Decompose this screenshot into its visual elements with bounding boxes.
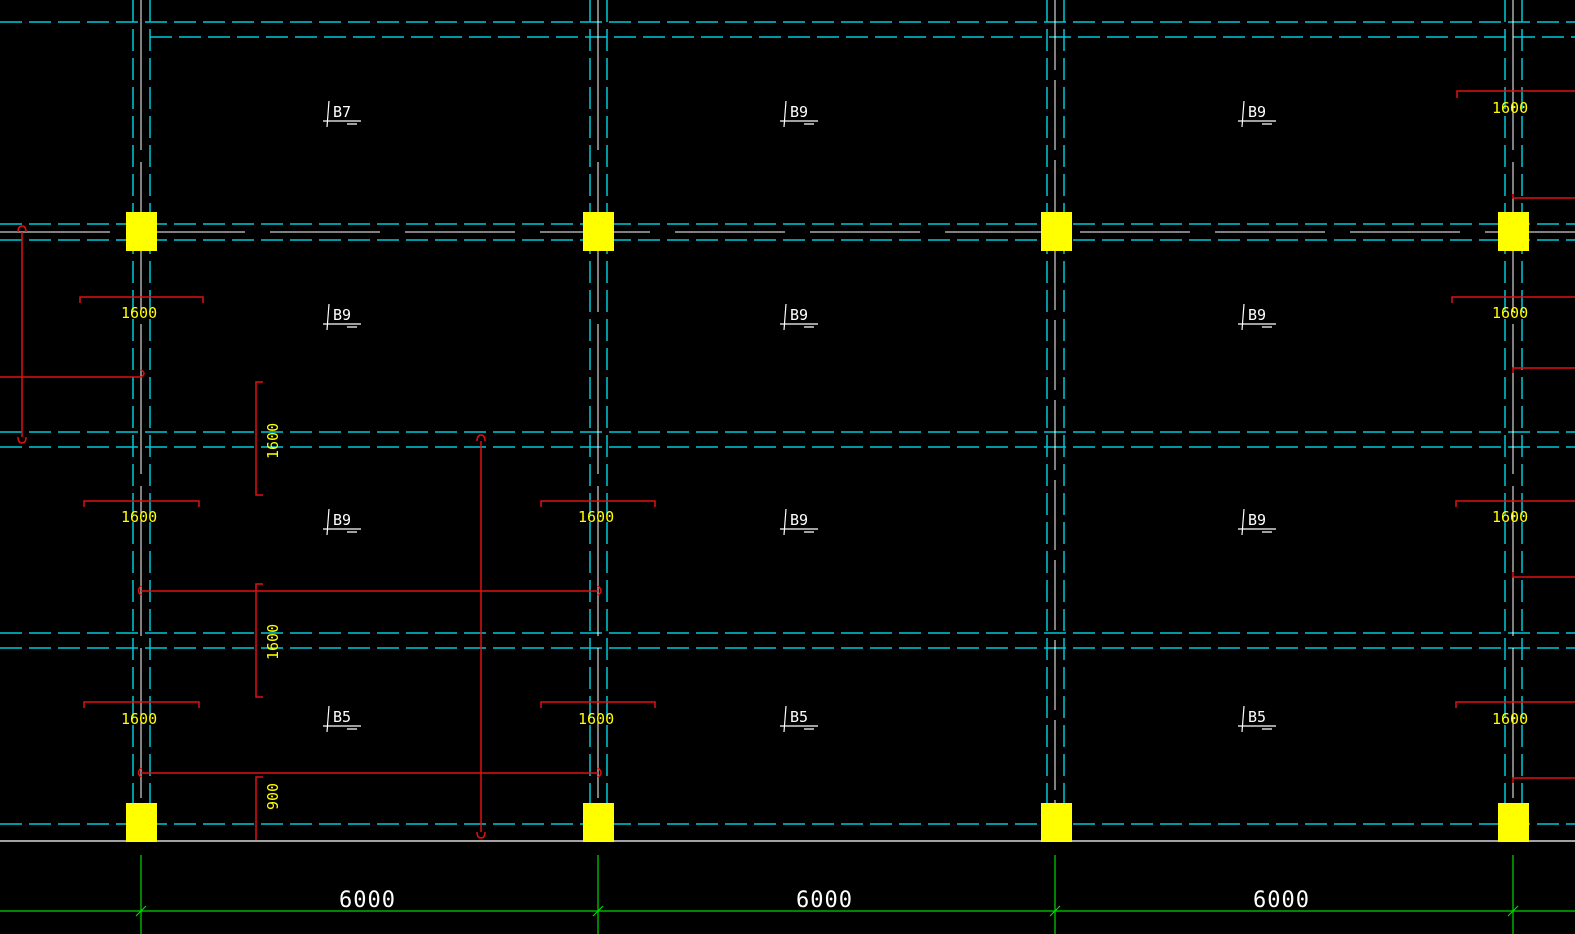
dimension-labels: 6000 6000 6000	[339, 888, 1310, 913]
slab-label-marker	[780, 705, 818, 733]
rebar-length-label-vertical: 900	[264, 783, 282, 810]
rebar-bar	[540, 500, 656, 507]
rebar-length-label: 1600	[121, 508, 157, 526]
dimension-tick	[592, 905, 604, 917]
rebar-bar	[255, 583, 263, 698]
dimension-label: 6000	[1253, 888, 1310, 913]
rebar-bar	[1512, 194, 1575, 199]
rebar-length-label: 1600	[1492, 710, 1528, 728]
slab-label-marker	[323, 303, 361, 331]
slab-label-marker	[1238, 508, 1276, 536]
slab-label: B5	[1248, 708, 1266, 726]
rebar-bar	[1512, 777, 1575, 783]
slab-label-marker	[1238, 100, 1276, 128]
slab-label-markers	[323, 100, 1276, 733]
slab-label: B9	[333, 306, 351, 324]
column	[1498, 803, 1529, 842]
dimension-tick	[1049, 905, 1061, 917]
rebar-bar	[17, 225, 27, 444]
slab-label-marker	[1238, 705, 1276, 733]
column	[1498, 212, 1529, 251]
rebar-length-label-vertical: 1600	[264, 624, 282, 660]
rebar-length-label: 1600	[1492, 508, 1528, 526]
dimension-tick	[135, 905, 147, 917]
rebar-bar	[79, 296, 204, 303]
column	[583, 803, 614, 842]
slab-label: B9	[1248, 103, 1266, 121]
slab-label: B9	[1248, 511, 1266, 529]
slab-label-marker	[780, 303, 818, 331]
rebar-length-label: 1600	[578, 508, 614, 526]
slab-label: B9	[790, 103, 808, 121]
columns	[126, 212, 1529, 842]
slab-label: B9	[1248, 306, 1266, 324]
rebar-bar	[137, 585, 602, 596]
rebar-length-label: 1600	[121, 710, 157, 728]
slab-label: B5	[333, 708, 351, 726]
rebar-bar	[1512, 367, 1575, 373]
rebar-bar	[1456, 90, 1575, 98]
column	[1041, 803, 1072, 842]
column	[1041, 212, 1072, 251]
rebar-bar	[255, 381, 263, 496]
rebar-bar	[0, 369, 145, 378]
rebar-bar	[1451, 296, 1575, 303]
rebar-bar	[1512, 572, 1575, 578]
slab-label-marker	[323, 508, 361, 536]
slab-labels: B7 B9 B9 B9 B9 B9 B9 B9 B9 B5 B5 B5	[333, 103, 1266, 726]
dimension-tick	[1507, 905, 1519, 917]
slab-label-marker	[780, 508, 818, 536]
rebar-lines	[0, 90, 1575, 840]
rebar-length-label: 1600	[1492, 304, 1528, 322]
rebar-length-label: 1600	[1492, 99, 1528, 117]
rebar-bar	[476, 434, 486, 839]
slab-label: B9	[790, 306, 808, 324]
rebar-bar	[83, 701, 200, 708]
rebar-length-label-vertical: 1600	[264, 423, 282, 459]
rebar-bar	[1455, 701, 1575, 708]
dimension-label: 6000	[796, 888, 853, 913]
rebar-bar	[137, 767, 602, 778]
rebar-bar	[540, 701, 656, 708]
slab-label: B5	[790, 708, 808, 726]
dimension-line	[0, 855, 1575, 934]
column	[583, 212, 614, 251]
slab-label-marker	[323, 705, 361, 733]
slab-label-marker	[1238, 303, 1276, 331]
beam-center-lines	[0, 0, 1575, 842]
rebar-bar	[83, 500, 200, 507]
rebar-length-label: 1600	[578, 710, 614, 728]
dimension-label: 6000	[339, 888, 396, 913]
rebar-bar	[255, 776, 263, 840]
slab-label: B7	[333, 103, 351, 121]
column	[126, 803, 157, 842]
rebar-labels: 1600 1600 1600 1600 1600 1600 1600 1600 …	[121, 99, 1528, 810]
slab-label-marker	[323, 100, 361, 128]
rebar-bar	[1455, 500, 1575, 507]
slab-label-marker	[780, 100, 818, 128]
column	[126, 212, 157, 251]
slab-label: B9	[333, 511, 351, 529]
slab-label: B9	[790, 511, 808, 529]
beam-lines	[0, 0, 1575, 840]
rebar-length-label: 1600	[121, 304, 157, 322]
